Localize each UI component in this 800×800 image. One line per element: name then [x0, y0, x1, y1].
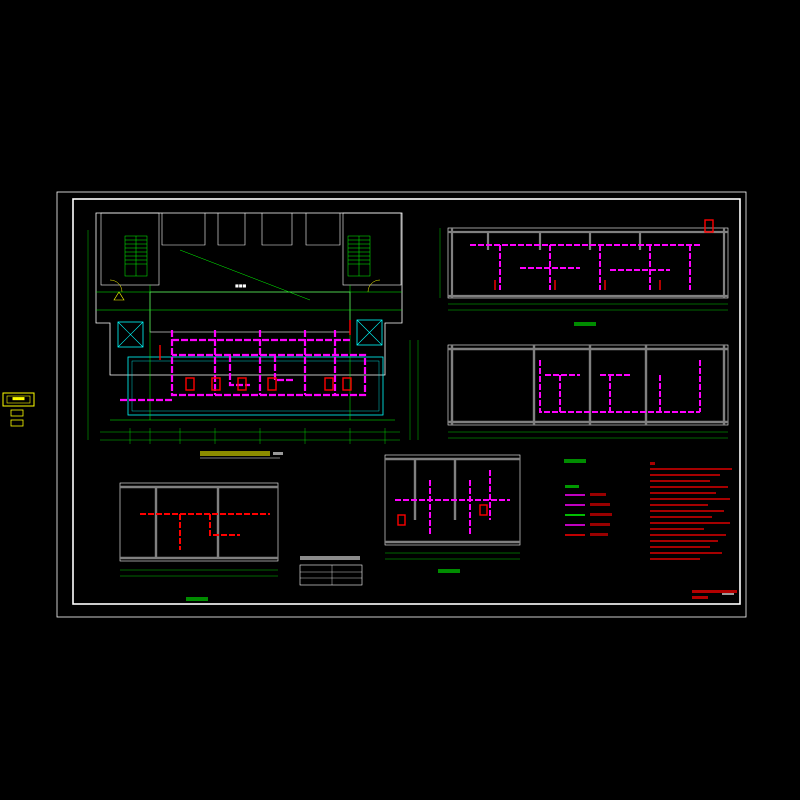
section-1-1 — [439, 219, 729, 326]
legend-table — [299, 556, 363, 586]
section-3-3 — [119, 482, 279, 601]
title-block — [692, 590, 737, 599]
section-2-2 — [447, 344, 729, 463]
svg-text:■■■: ■■■ — [235, 283, 247, 288]
section-4-4 — [384, 454, 521, 573]
side-tags[interactable] — [2, 392, 35, 427]
floor-plan: ■■■ — [87, 212, 419, 459]
pipe-legend — [565, 485, 612, 536]
notes-block — [650, 462, 732, 560]
outer-frame — [56, 191, 747, 618]
inner-frame — [72, 198, 741, 605]
side-tag-label[interactable]: ■■■■ — [12, 396, 25, 402]
